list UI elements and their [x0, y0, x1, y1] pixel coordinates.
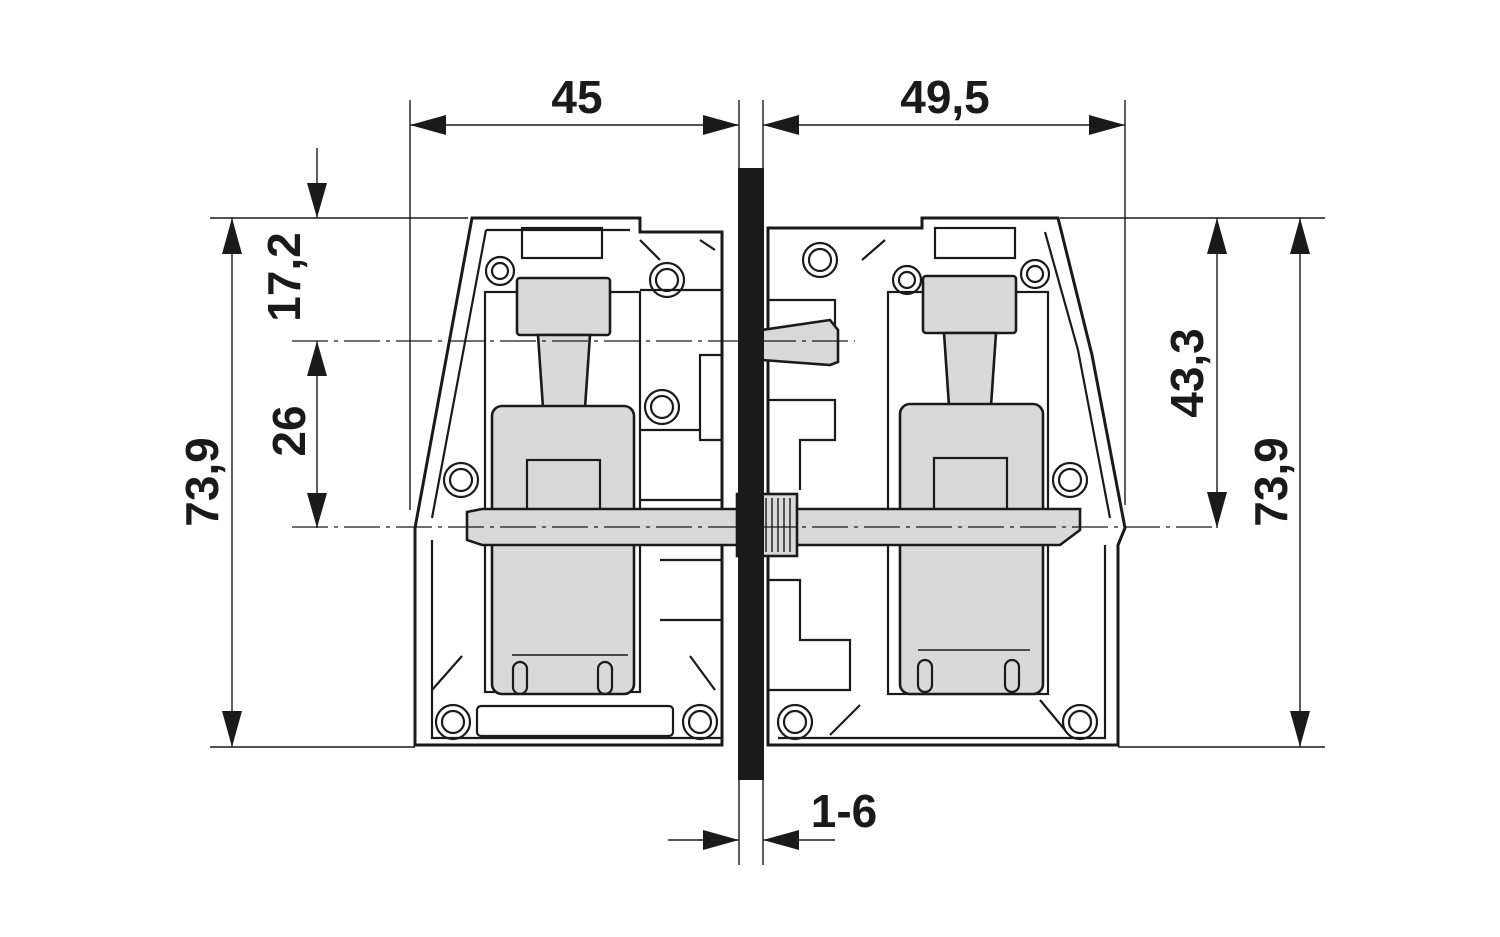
right-clamp — [898, 274, 1045, 696]
dim-panel-thickness: 1-6 — [668, 785, 877, 850]
mounting-panel — [738, 168, 764, 780]
dim-label-width-left: 45 — [551, 71, 602, 123]
dim-width-left: 45 — [410, 71, 739, 135]
dim-label-right-height: 43,3 — [1161, 328, 1213, 418]
mounting-hole-icon — [1051, 461, 1089, 499]
dim-top-offset: 17,2 26 — [258, 148, 327, 528]
dim-label-axis-offset: 26 — [263, 405, 315, 456]
left-clamp — [490, 276, 636, 696]
dim-width-right: 49,5 — [763, 71, 1125, 135]
mounting-hole-icon — [434, 703, 472, 741]
dim-label-height-left: 73,9 — [176, 437, 228, 527]
mounting-hole-icon — [891, 264, 923, 296]
mounting-hole-icon — [681, 703, 719, 741]
mounting-hole-icon — [643, 388, 681, 426]
dim-label-top-offset: 17,2 — [258, 232, 310, 322]
dim-label-height-right: 73,9 — [1245, 437, 1297, 527]
dim-height-left: 73,9 — [176, 218, 242, 747]
mounting-hole-icon — [776, 703, 814, 741]
dim-label-panel-thickness: 1-6 — [811, 785, 877, 837]
mounting-hole-icon — [1019, 258, 1051, 290]
extension-lines — [210, 100, 1325, 865]
dim-height-right: 73,9 — [1245, 218, 1310, 747]
dim-label-width-right: 49,5 — [900, 71, 990, 123]
mounting-hole-icon — [801, 241, 839, 279]
mounting-hole-icon — [648, 261, 686, 299]
mounting-hole-icon — [1061, 703, 1099, 741]
mounting-hole-icon — [484, 255, 516, 287]
dim-right-height: 43,3 — [1161, 218, 1227, 528]
mounting-holes — [434, 241, 1099, 741]
mounting-hole-icon — [442, 461, 480, 499]
